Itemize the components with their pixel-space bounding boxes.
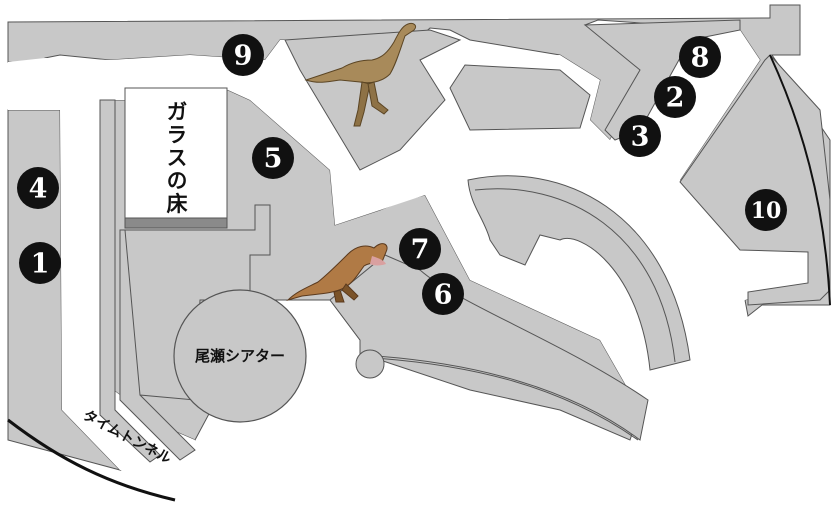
marker-1-number: 1 — [31, 249, 50, 280]
marker-6-number: 6 — [434, 280, 453, 311]
marker-5[interactable]: 5 — [252, 137, 294, 179]
marker-3[interactable]: 3 — [619, 115, 661, 157]
tyrannosaurus-dinosaur-illustration — [286, 243, 388, 303]
room-arc — [467, 175, 691, 371]
outer-wall-curve — [7, 418, 176, 502]
marker-8-number: 8 — [691, 43, 710, 74]
glass-floor-label: ガラスの床 — [164, 101, 188, 216]
marker-5-number: 5 — [264, 144, 283, 175]
outer-wall-right — [769, 54, 831, 306]
room-arc-inner-line — [474, 188, 676, 363]
marker-9-number: 9 — [234, 41, 253, 72]
marker-7[interactable]: 7 — [399, 228, 441, 270]
room-island-top — [449, 64, 591, 131]
glass-floor-room — [124, 87, 228, 219]
oze-theater-label: 尾瀬シアター — [195, 347, 285, 365]
marker-9[interactable]: 9 — [222, 34, 264, 76]
marker-2-number: 2 — [666, 83, 685, 114]
corridor-narrow-left — [99, 99, 161, 463]
room-right-10 — [679, 54, 831, 306]
raptor-dinosaur-illustration — [304, 23, 417, 127]
marker-3-number: 3 — [631, 122, 650, 153]
marker-10[interactable]: 10 — [745, 189, 787, 231]
marker-4[interactable]: 4 — [17, 167, 59, 209]
marker-1[interactable]: 1 — [19, 242, 61, 284]
corridor-main — [8, 30, 812, 470]
marker-4-number: 4 — [29, 174, 48, 205]
glass-floor-edge — [124, 217, 228, 229]
marker-8[interactable]: 8 — [679, 36, 721, 78]
small-round-room — [355, 349, 385, 379]
oze-theater-room — [173, 289, 307, 423]
room-lower-curve-line — [374, 357, 639, 441]
room-theater-wing — [124, 204, 271, 401]
marker-7-number: 7 — [411, 235, 430, 266]
marker-10-number: 10 — [751, 198, 782, 224]
marker-6[interactable]: 6 — [422, 273, 464, 315]
marker-2[interactable]: 2 — [654, 76, 696, 118]
